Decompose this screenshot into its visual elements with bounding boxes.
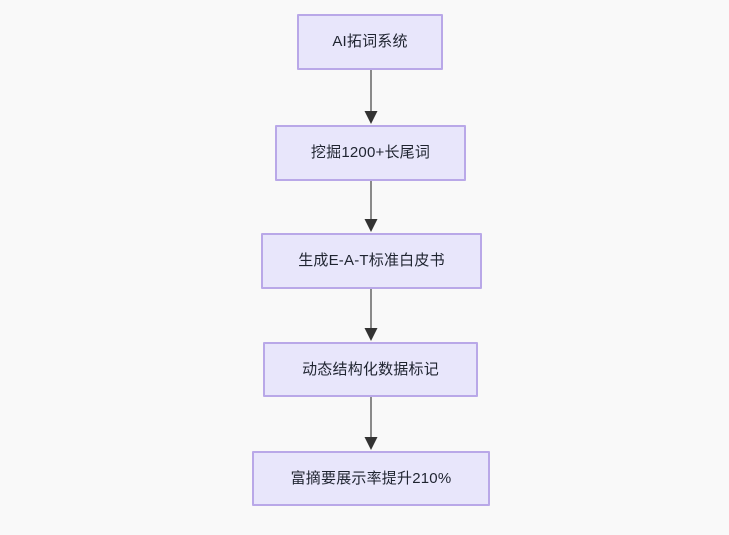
node-label: 富摘要展示率提升210%	[290, 469, 452, 487]
edge-n1-n2	[364, 70, 378, 124]
node-mine-longtail-keywords[interactable]: 挖掘1200+长尾词	[275, 125, 466, 181]
edge-n4-n5	[364, 397, 378, 450]
edge-n2-n3	[364, 181, 378, 232]
node-label: 动态结构化数据标记	[302, 360, 439, 378]
node-dynamic-structured-data-markup[interactable]: 动态结构化数据标记	[263, 342, 478, 397]
node-ai-keyword-system[interactable]: AI拓词系统	[297, 14, 443, 70]
node-rich-snippet-impression-lift[interactable]: 富摘要展示率提升210%	[252, 451, 490, 506]
node-generate-eat-whitepaper[interactable]: 生成E-A-T标准白皮书	[261, 233, 482, 289]
node-label: 生成E-A-T标准白皮书	[298, 252, 445, 269]
edge-n3-n4	[364, 289, 378, 341]
node-label: 挖掘1200+长尾词	[310, 144, 431, 161]
node-label: AI拓词系统	[332, 33, 408, 50]
